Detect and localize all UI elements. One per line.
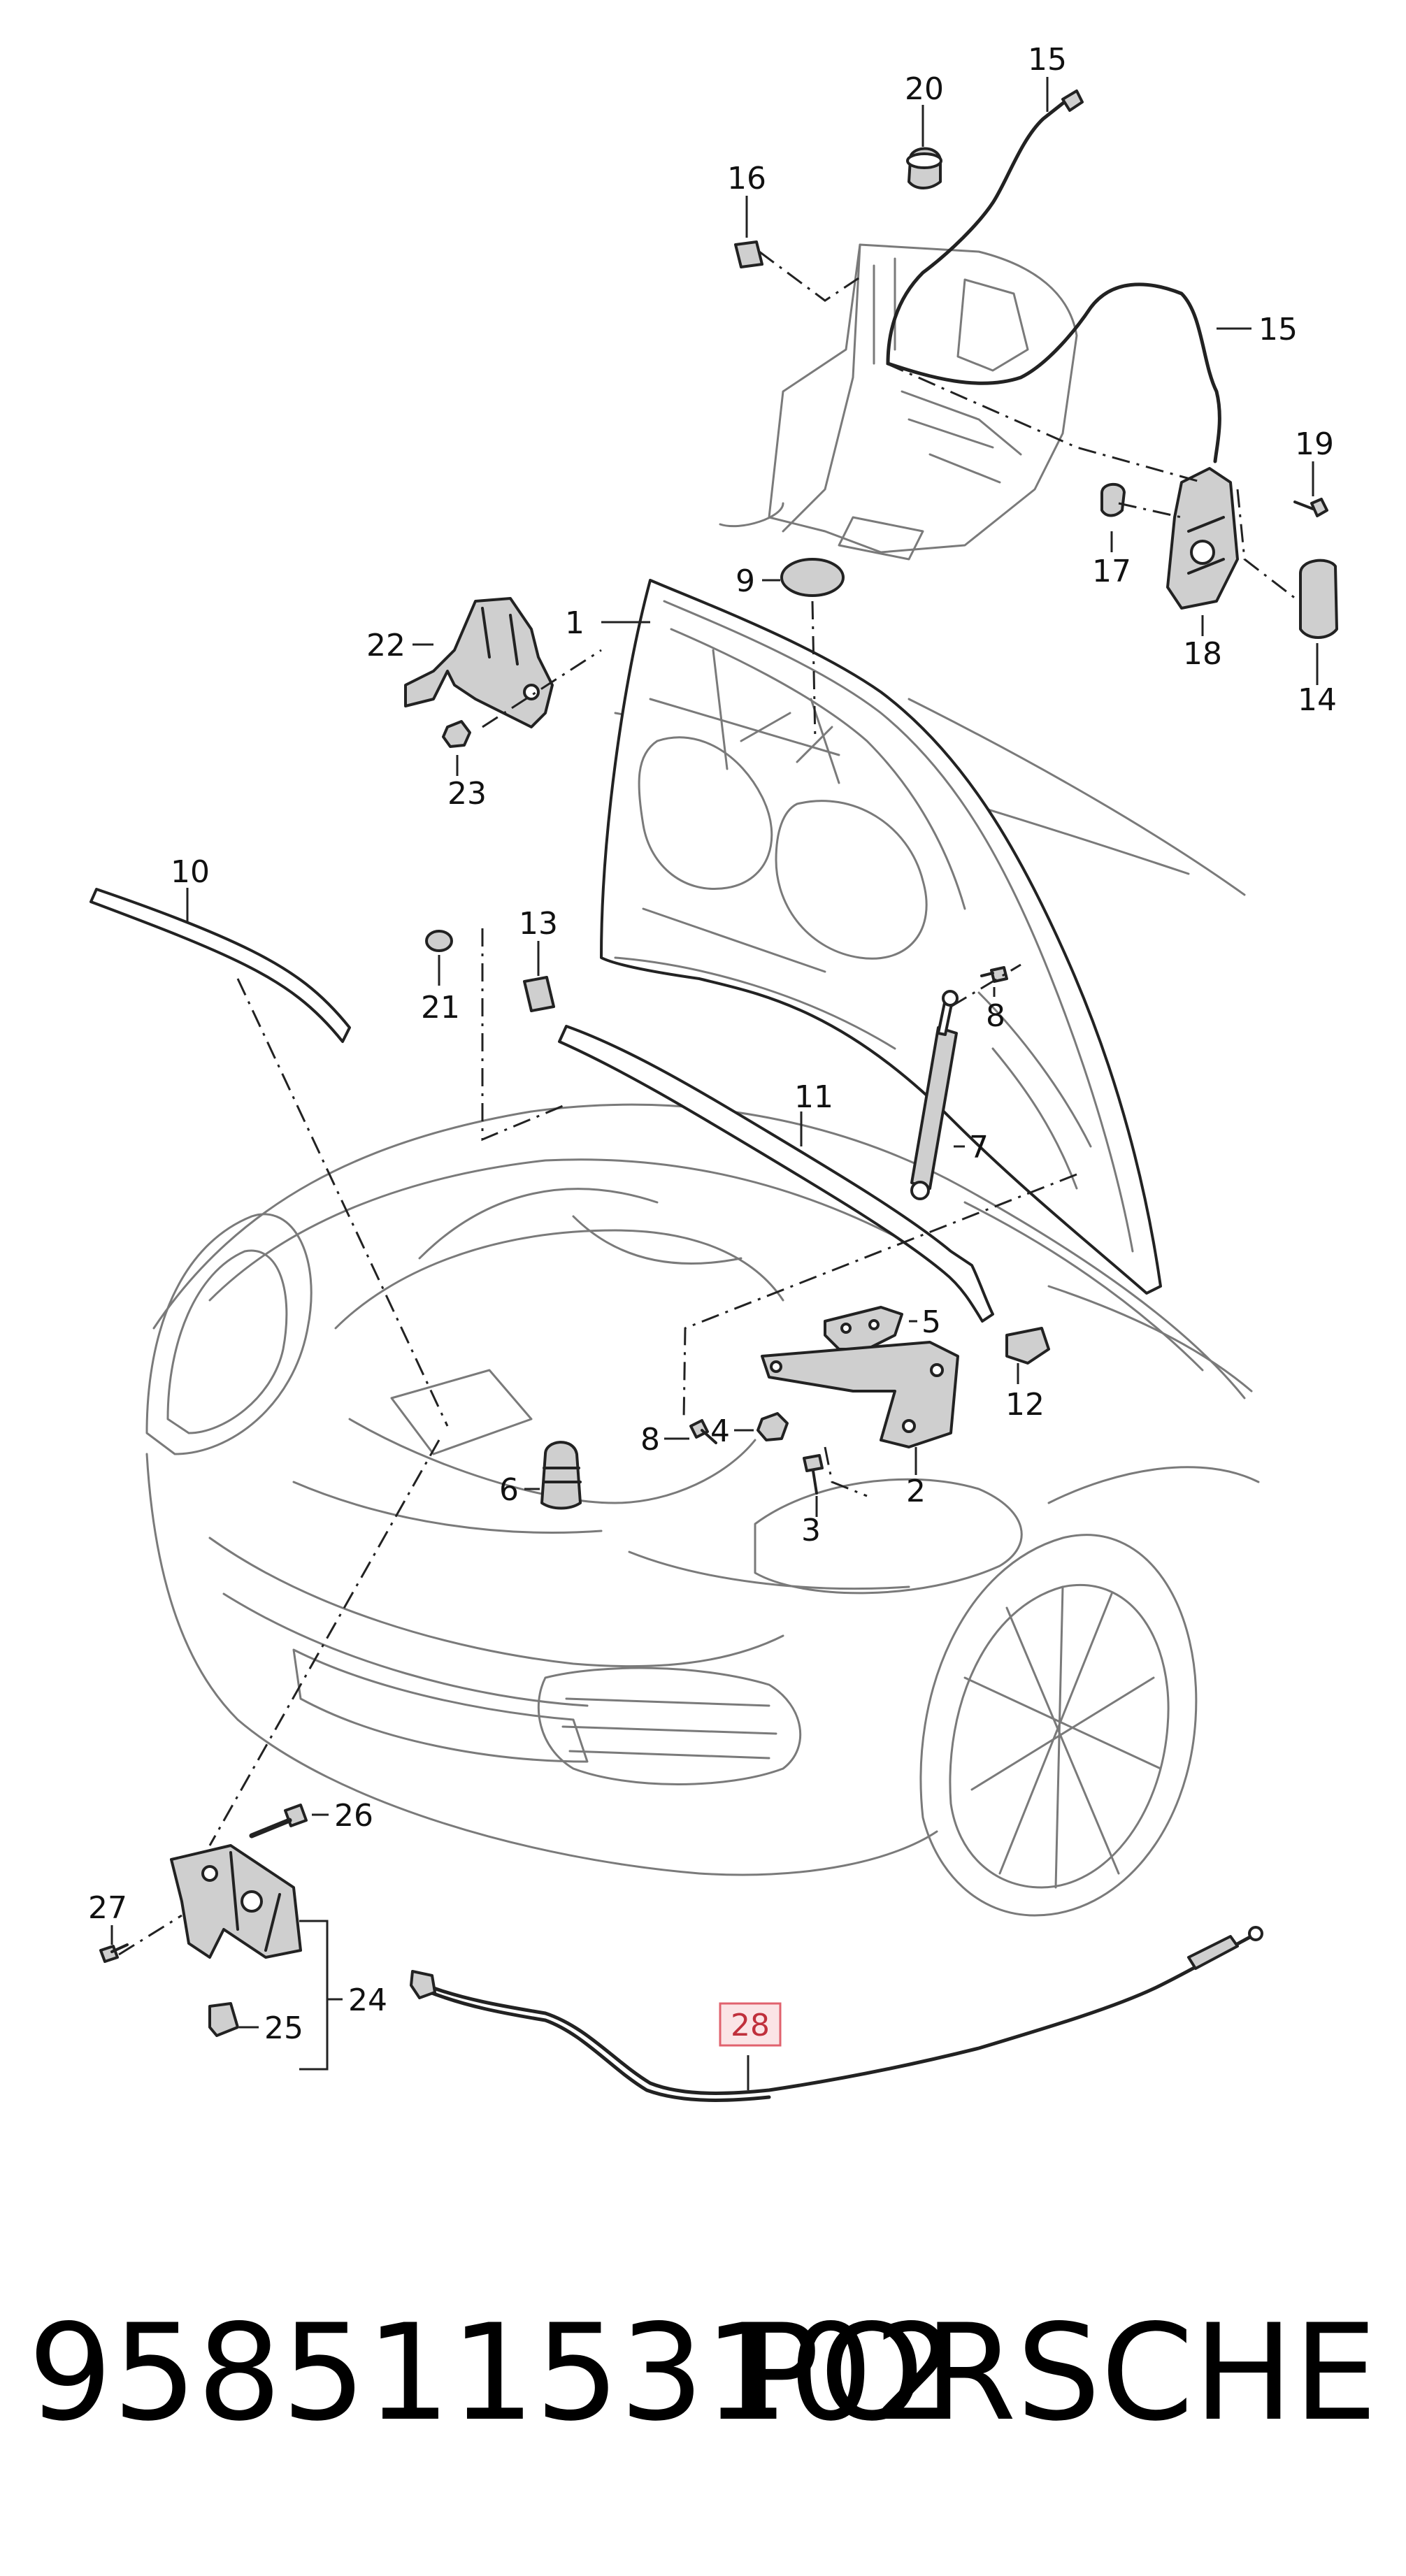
callout-12: 12 — [1005, 1387, 1045, 1423]
gas-strut-part-7 — [910, 990, 959, 1200]
callout-10: 10 — [171, 854, 210, 890]
callout-9: 9 — [736, 563, 755, 599]
callout-27: 27 — [88, 1890, 127, 1926]
grommet-part-20 — [906, 147, 942, 189]
striker-bracket-part-22 — [404, 597, 554, 728]
connector-part-25 — [208, 2002, 239, 2037]
callout-22: 22 — [366, 628, 406, 663]
clip-part-13 — [523, 976, 555, 1012]
callout-8a: 8 — [986, 998, 1005, 1034]
bump-stop-part-6 — [540, 1441, 582, 1510]
callout-3: 3 — [801, 1513, 821, 1548]
callout-19: 19 — [1295, 426, 1334, 462]
callout-26: 26 — [334, 1798, 373, 1834]
grommet-part-9 — [780, 558, 845, 597]
cap-part-21 — [425, 930, 453, 952]
cover-part-14 — [1299, 559, 1338, 639]
release-cable-part-15 — [886, 89, 1221, 463]
callout-8b: 8 — [640, 1422, 660, 1458]
hood-panel — [600, 579, 1162, 1295]
clip-part-12 — [1005, 1327, 1050, 1365]
part-number: 95851153102 — [28, 2296, 958, 2450]
callout-15a: 15 — [1028, 42, 1067, 78]
seal-strip-part-10 — [89, 888, 351, 1043]
callout-6: 6 — [499, 1472, 519, 1508]
callout-2: 2 — [906, 1474, 926, 1509]
clip-part-16 — [734, 240, 763, 268]
callout-14: 14 — [1298, 682, 1337, 718]
hinge-part-5 — [824, 1306, 903, 1351]
latch-part-18 — [1166, 467, 1239, 610]
bolt-part-8-upper — [980, 966, 1008, 983]
callout-13: 13 — [519, 906, 558, 942]
callout-25: 25 — [264, 2010, 303, 2046]
inner-fender-panel — [719, 243, 1078, 561]
nut-part-4 — [756, 1412, 789, 1441]
callout-17: 17 — [1092, 554, 1131, 589]
release-cable-part-28 — [410, 1926, 1263, 2102]
callout-5: 5 — [921, 1304, 941, 1340]
callout-21: 21 — [421, 990, 460, 1026]
leader-lines — [110, 77, 1319, 2090]
alignment-lines — [118, 250, 1300, 1956]
callout-20: 20 — [905, 71, 944, 107]
bolt-part-19 — [1293, 498, 1328, 517]
callout-7: 7 — [969, 1130, 989, 1165]
callout-28: 28 — [731, 2008, 770, 2043]
bolt-part-3 — [803, 1454, 824, 1495]
callout-15b: 15 — [1258, 312, 1298, 347]
bolt-part-8-lower — [689, 1419, 717, 1444]
bolt-part-26 — [249, 1804, 308, 1839]
bolt-part-17 — [1100, 482, 1126, 517]
callout-4: 4 — [710, 1413, 730, 1449]
callout-labels: 1 2 3 4 5 6 7 8 8 9 10 11 12 13 14 15 15… — [88, 42, 1337, 2047]
callout-16: 16 — [727, 161, 766, 196]
bolt-part-27 — [99, 1943, 129, 1963]
footer: 95851153102 PORSCHE — [28, 2296, 1377, 2450]
callout-18: 18 — [1183, 636, 1222, 672]
nut-part-23 — [442, 720, 471, 748]
callout-24: 24 — [348, 1983, 387, 2018]
callout-11: 11 — [794, 1079, 833, 1115]
hood-latch-part-24 — [170, 1844, 302, 1959]
hinge-part-2 — [761, 1341, 959, 1448]
highlight-box-28 — [719, 2002, 782, 2047]
brand-name: PORSCHE — [740, 2296, 1377, 2450]
callout-23: 23 — [447, 776, 487, 812]
callout-1: 1 — [565, 605, 584, 641]
seal-strip-part-11 — [558, 1025, 994, 1323]
